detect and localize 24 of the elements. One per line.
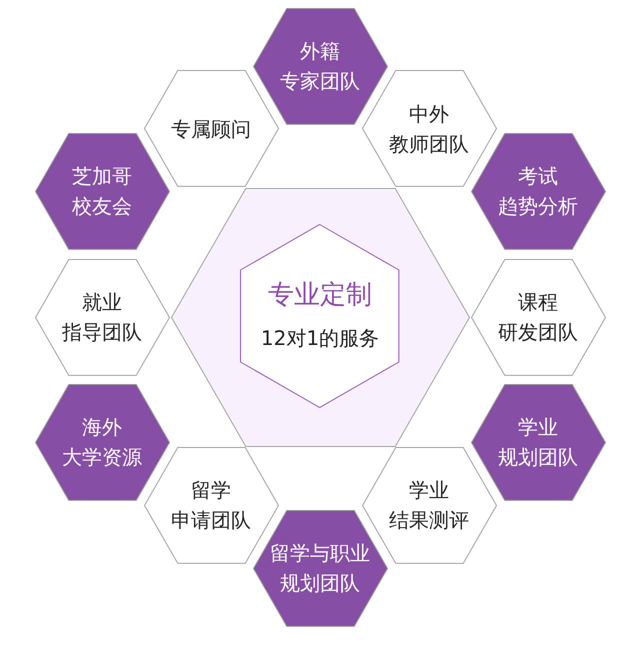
hexagon-tile [252,510,388,626]
tile-label: 外籍专家团队 [280,38,360,95]
center-subtitle: 12对1的服务 [260,325,380,352]
tile-label: 学业结果测评 [389,477,469,534]
tile-label: 专属顾问 [171,116,251,143]
hexagon-tile [34,384,170,501]
hexagon-tile [470,384,606,501]
tile-label: 学业规划团队 [498,414,578,472]
hexagon-tile [470,133,606,250]
outer-hexagon [170,188,470,446]
hexagon-tile [470,258,606,376]
center-title: 专业定制 [268,280,372,310]
tile-label: 课程研发团队 [498,288,578,346]
hexagon-tile [34,258,170,376]
hexagon-tile [252,8,388,124]
center-hexagon [240,224,400,408]
tile-label: 海外大学资源 [62,414,142,472]
tile-label: 留学申请团队 [171,477,251,534]
tile-label: 留学与职业规划团队 [270,540,370,597]
tile-label: 考试趋势分析 [498,163,578,220]
tile-label: 芝加哥校友会 [72,163,132,220]
tile-label: 就业指导团队 [62,288,142,346]
hexagon-tile [34,133,170,250]
tile-label: 中外教师团队 [389,100,469,158]
